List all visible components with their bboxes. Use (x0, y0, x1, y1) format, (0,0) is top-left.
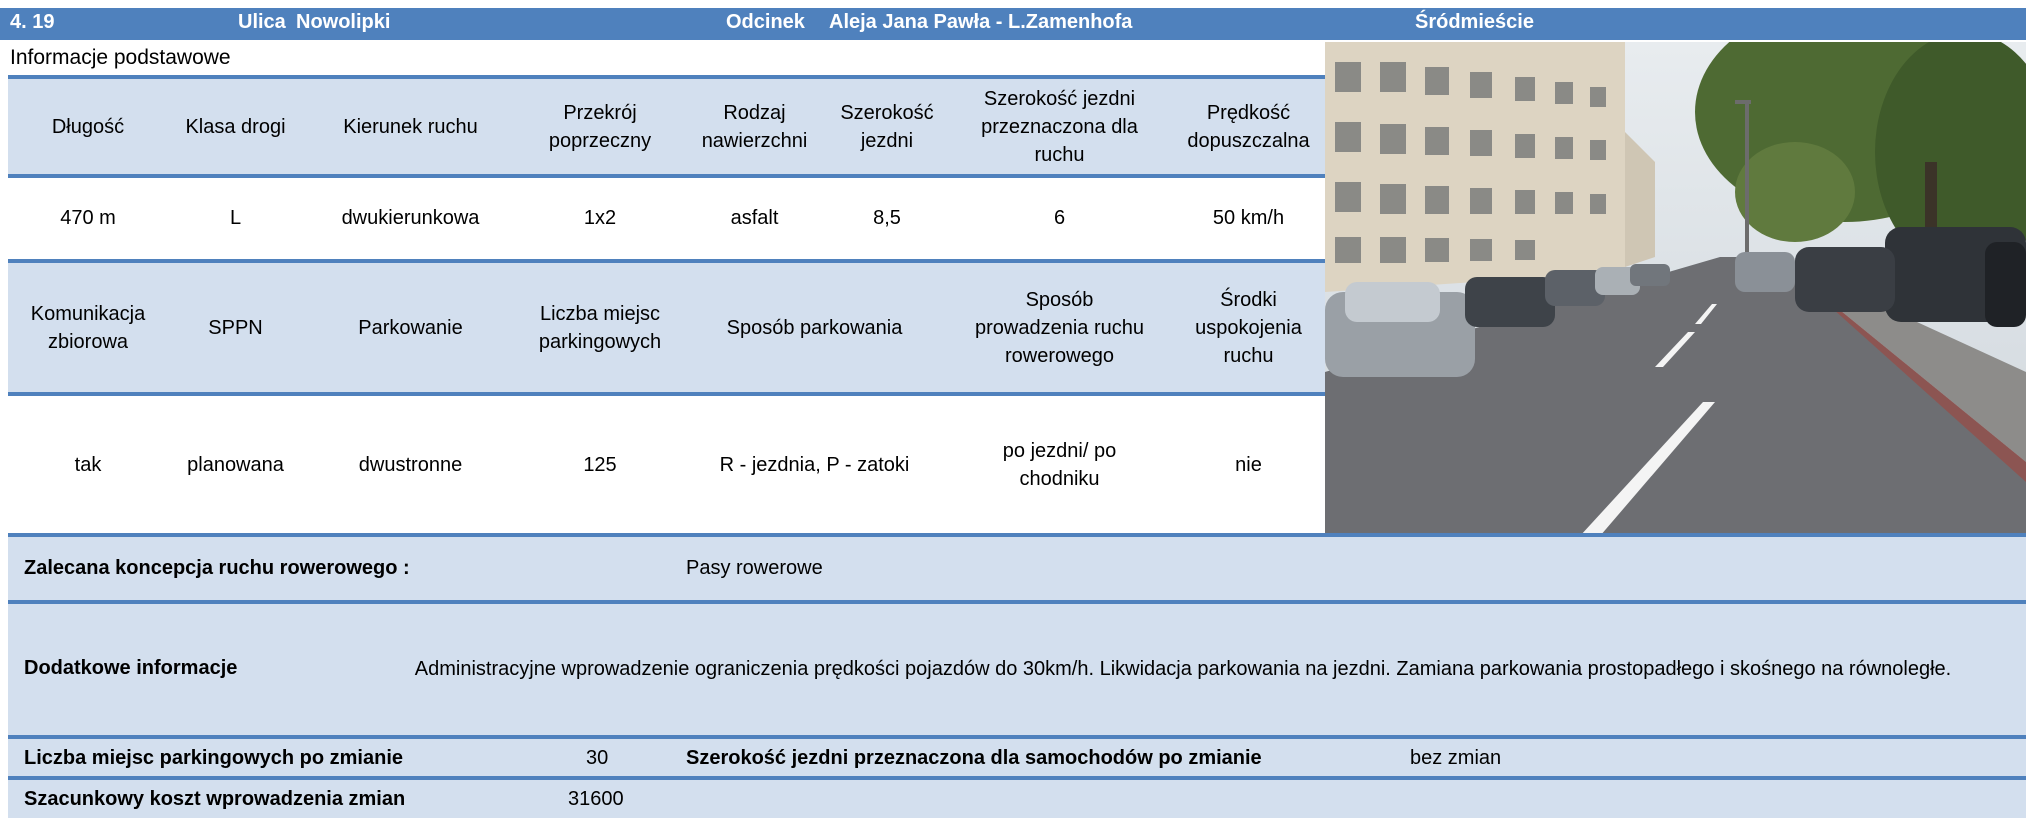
table1-header-band (8, 79, 1325, 174)
header-road-width: Szerokość jezdni (840, 101, 934, 152)
value-traffic-calming: nie (1235, 453, 1262, 476)
recommended-value: Pasy rowerowe (686, 557, 823, 579)
width-after-value: bez zmian (1410, 747, 1502, 769)
value-traffic-direction: dwukierunkowa (341, 207, 480, 229)
header-traffic-direction: Kierunek ruchu (343, 115, 478, 138)
value-cross-section: 1x2 (583, 207, 617, 229)
value-surface-type: asfalt (730, 207, 779, 229)
value-road-width: 8,5 (873, 207, 901, 229)
value-length: 470 m (60, 207, 116, 229)
value-road-class: L (229, 207, 242, 229)
value-parking: dwustronne (358, 453, 463, 476)
table2-header-band (8, 263, 1325, 392)
divider (8, 174, 1325, 178)
street-photo (1325, 42, 2026, 536)
section-name: Aleja Jana Pawła - L.Zamenhofa (829, 11, 1133, 33)
value-bike-traffic-method: po jezdni/ po chodniku (1002, 439, 1117, 490)
value-public-transport: tak (74, 453, 102, 476)
header-speed-limit: Prędkość dopuszczalna (1187, 101, 1310, 152)
header-bike-traffic-method: Sposób prowadzenia ruchu rowerowego (975, 288, 1144, 367)
value-speed-limit: 50 km/h (1212, 207, 1285, 229)
divider (8, 600, 2026, 604)
divider (8, 75, 1325, 79)
value-sppn: planowana (187, 453, 284, 476)
header-length: Długość (51, 115, 125, 138)
additional-band (8, 604, 2026, 735)
header-parking-spaces: Liczba miejsc parkingowych (538, 302, 662, 353)
value-parking-method: R - jezdnia, P - zatoki (719, 453, 910, 476)
header-parking: Parkowanie (358, 316, 463, 339)
basic-info-title: Informacje podstawowe (10, 46, 231, 69)
parking-after-label: Liczba miejsc parkingowych po zmianie (24, 747, 403, 769)
street-label: Ulica (238, 11, 286, 33)
value-parking-spaces: 125 (583, 453, 617, 476)
header-parking-method: Sposób parkowania (726, 316, 903, 339)
recommended-band (8, 537, 2026, 600)
header-surface-type: Rodzaj nawierzchni (701, 101, 808, 152)
parking-after-value: 30 (586, 747, 609, 769)
divider (8, 735, 2026, 739)
header-width-for-traffic: Szerokość jezdni przeznaczona dla ruchu (981, 87, 1138, 166)
divider (8, 392, 1325, 396)
header-road-class: Klasa drogi (185, 115, 286, 138)
street-name: Nowolipki (296, 11, 391, 33)
header-public-transport: Komunikacja zbiorowa (30, 302, 146, 353)
district-name: Śródmieście (1415, 11, 1534, 33)
divider (8, 259, 1325, 263)
recommended-label: Zalecana koncepcja ruchu rowerowego : (24, 557, 410, 579)
width-after-label: Szerokość jezdni przeznaczona dla samoch… (686, 747, 1262, 769)
header-traffic-calming: Środki uspokojenia ruchu (1195, 288, 1302, 367)
cost-band (8, 780, 2026, 818)
section-label: Odcinek (726, 11, 805, 33)
additional-label: Dodatkowe informacje (24, 657, 238, 679)
cost-label: Szacunkowy koszt wprowadzenia zmian (24, 788, 406, 810)
after-change-band (8, 739, 2026, 776)
section-number: 4. 19 (10, 11, 55, 33)
title-bar: 4. 19 Ulica Nowolipki Odcinek Aleja Jana… (0, 8, 2026, 40)
cost-value: 31600 (568, 788, 624, 810)
divider (8, 533, 2026, 537)
header-sppn: SPPN (208, 316, 263, 339)
value-width-for-traffic: 6 (1053, 207, 1066, 229)
additional-value: Administracyjne wprowadzenie ograniczeni… (414, 658, 1952, 680)
divider (8, 776, 2026, 780)
header-cross-section: Przekrój poprzeczny (548, 101, 652, 152)
